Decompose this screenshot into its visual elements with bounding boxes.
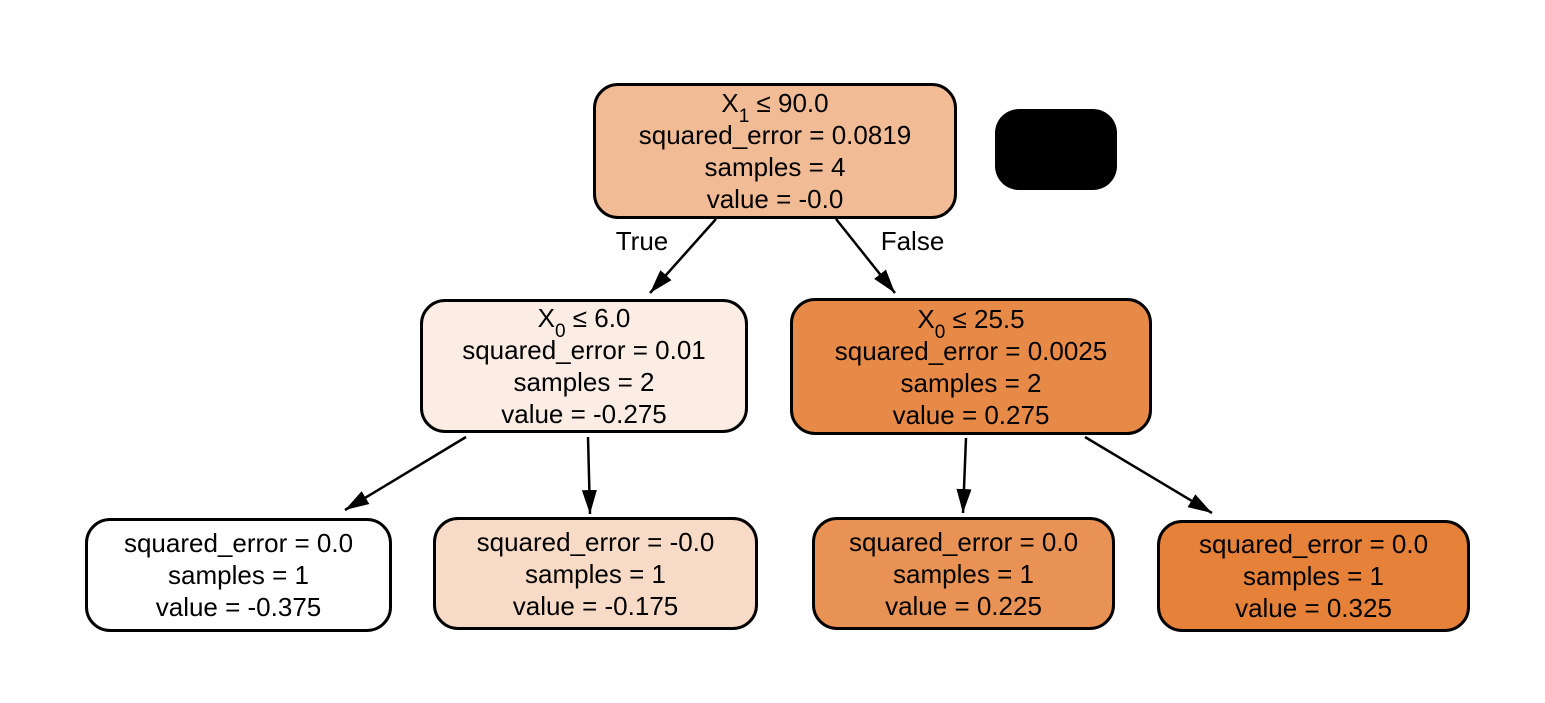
- node-condition: X1 ≤ 90.0: [721, 87, 829, 126]
- edge-right-to-leaf-rl: [956, 437, 972, 514]
- node-condition: X0 ≤ 6.0: [537, 302, 631, 341]
- node-squared-error: squared_error = 0.0025: [834, 335, 1108, 366]
- node-squared-error: squared_error = -0.0: [476, 526, 715, 557]
- tree-leaf-far-left: squared_error = 0.0 samples = 1 value = …: [85, 518, 392, 632]
- node-squared-error: squared_error = 0.0819: [638, 120, 912, 150]
- edge-left-to-leaf-lr: [581, 436, 597, 515]
- node-samples: samples = 4: [704, 152, 846, 182]
- black-rounded-block: [995, 109, 1117, 190]
- node-samples: samples = 1: [168, 560, 309, 590]
- node-value: value = 0.275: [892, 399, 1050, 430]
- condition-feature: X: [721, 88, 739, 118]
- node-samples: samples = 1: [525, 558, 666, 589]
- tree-leaf-mid-left: squared_error = -0.0 samples = 1 value =…: [433, 517, 758, 630]
- node-value: value = -0.0: [706, 184, 844, 214]
- edge-label-true: True: [615, 226, 669, 256]
- condition-feature-index: 0: [554, 321, 566, 343]
- tree-leaf-mid-right: squared_error = 0.0 samples = 1 value = …: [812, 517, 1115, 630]
- node-squared-error: squared_error = 0.0: [848, 526, 1079, 557]
- node-squared-error: squared_error = 0.01: [462, 335, 706, 365]
- node-value: value = -0.375: [155, 592, 322, 622]
- node-samples: samples = 1: [893, 558, 1034, 589]
- tree-node-right: X0 ≤ 25.5 squared_error = 0.0025 samples…: [790, 298, 1152, 435]
- condition-feature: X: [917, 303, 935, 334]
- condition-threshold: ≤ 25.5: [945, 303, 1025, 334]
- node-value: value = 0.225: [885, 590, 1042, 621]
- node-value: value = -0.175: [512, 590, 679, 621]
- condition-threshold: ≤ 6.0: [565, 303, 631, 333]
- edge-label-false: False: [880, 226, 945, 256]
- node-value: value = -0.275: [501, 399, 667, 429]
- condition-feature: X: [537, 303, 555, 333]
- edge-right-to-leaf-rr: [1084, 435, 1213, 515]
- tree-node-root: X1 ≤ 90.0 squared_error = 0.0819 samples…: [593, 83, 957, 219]
- edge-left-to-leaf-ll: [344, 435, 467, 512]
- node-samples: samples = 2: [900, 367, 1042, 398]
- condition-feature-index: 0: [934, 321, 946, 343]
- condition-threshold: ≤ 90.0: [749, 88, 829, 118]
- tree-node-left: X0 ≤ 6.0 squared_error = 0.01 samples = …: [420, 299, 748, 433]
- tree-leaf-far-right: squared_error = 0.0 samples = 1 value = …: [1157, 520, 1470, 632]
- node-squared-error: squared_error = 0.0: [123, 528, 354, 558]
- condition-feature-index: 1: [738, 106, 750, 128]
- node-squared-error: squared_error = 0.0: [1198, 529, 1429, 559]
- node-condition: X0 ≤ 25.5: [917, 303, 1025, 342]
- node-value: value = 0.325: [1235, 593, 1392, 623]
- node-samples: samples = 1: [1243, 561, 1384, 591]
- node-samples: samples = 2: [513, 367, 655, 397]
